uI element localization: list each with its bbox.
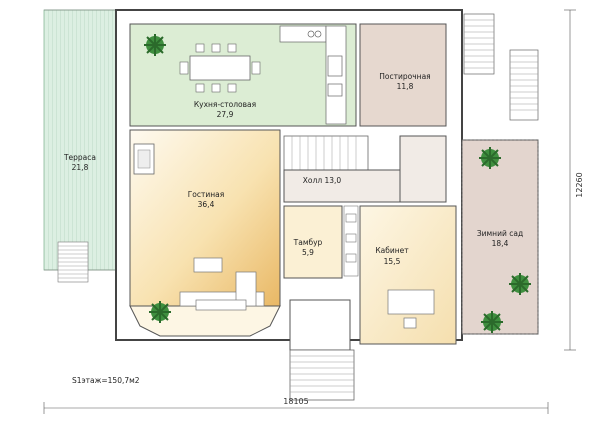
garden-stairs <box>509 49 539 121</box>
wardrobe <box>343 205 359 277</box>
vestibule-label: Тамбур <box>293 238 323 247</box>
plant-icon <box>481 311 503 333</box>
laundry-room <box>359 23 447 127</box>
terrace-stairs <box>57 241 89 283</box>
dimension-height-label: 12260 <box>575 172 584 197</box>
office-label: Кабинет <box>375 246 409 255</box>
laundry-area: 11,8 <box>397 82 414 91</box>
terrace-area: 21,8 <box>72 163 89 172</box>
fireplace <box>133 143 155 175</box>
plant-icon <box>149 301 171 323</box>
side-stairs <box>463 13 495 75</box>
sofa <box>179 257 265 311</box>
floor-area-label: S1этаж=150,7м2 <box>72 376 140 385</box>
laundry-label: Постирочная <box>379 72 430 81</box>
winter-garden-label: Зимний сад <box>477 229 523 238</box>
hall <box>283 169 401 203</box>
kitchen-counter <box>279 25 347 125</box>
interior-stairs <box>283 135 369 171</box>
vestibule-area: 5,9 <box>302 248 314 257</box>
plant-icon <box>144 34 166 56</box>
dining-table <box>179 43 261 93</box>
winter-garden-area: 18,4 <box>492 239 509 248</box>
dimension-width-label: 18105 <box>283 397 308 406</box>
entry-porch <box>289 299 355 401</box>
plant-icon <box>479 147 501 169</box>
terrace-label: Терраса <box>63 153 96 162</box>
hall-label: Холл 13,0 <box>303 176 342 185</box>
kitchen-label: Кухня-столовая <box>194 100 256 109</box>
hall-right <box>399 135 447 203</box>
kitchen-area: 27,9 <box>217 110 234 119</box>
living-area: 36,4 <box>198 200 215 209</box>
living-label: Гостиная <box>188 190 225 199</box>
desk <box>387 289 435 329</box>
winter-garden <box>461 139 539 335</box>
plant-icon <box>509 273 531 295</box>
dimension-width <box>43 402 549 414</box>
office-area: 15,5 <box>384 257 401 266</box>
terrace-deck <box>43 9 117 271</box>
dimension-height <box>564 9 576 351</box>
vestibule <box>283 205 343 279</box>
